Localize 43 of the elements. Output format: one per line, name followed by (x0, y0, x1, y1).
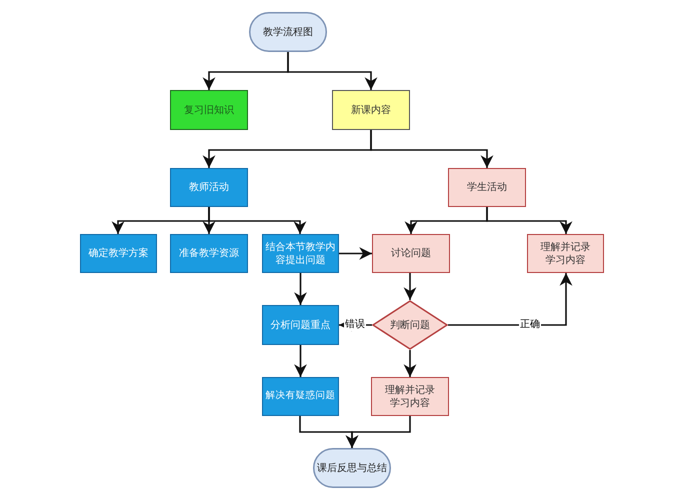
process-box (371, 377, 449, 416)
node-text: 教师活动 (188, 181, 230, 194)
arrow (287, 52, 378, 90)
node-text: 分析问题重点 (270, 318, 332, 332)
node-text: 复习旧知识 (183, 104, 235, 116)
arrow (486, 207, 572, 234)
process-box (262, 377, 339, 416)
process-box (527, 234, 604, 273)
process-box (80, 234, 157, 273)
arrow (370, 130, 494, 168)
terminal-pill (249, 12, 327, 52)
arrow (404, 273, 416, 300)
process-box (170, 234, 248, 273)
arrow (208, 207, 306, 234)
process-box (372, 234, 450, 273)
node-text: 理解并记录学习内容 (540, 240, 592, 266)
arrow (404, 350, 416, 377)
edge-label: 正确 (519, 319, 541, 331)
node-text: 解决有疑惑问题 (264, 390, 336, 403)
arrow (339, 247, 372, 260)
node-text: 判断问题 (389, 318, 431, 332)
process-box (262, 305, 339, 345)
decision-diamond (372, 300, 448, 350)
node-text: 理解并记录学习内容 (384, 384, 436, 410)
edge-label: 错误 (344, 319, 366, 331)
arrow (294, 345, 307, 377)
process-box (262, 234, 339, 273)
node-text: 学生活动 (466, 181, 508, 194)
process-box (170, 90, 248, 130)
node-text: 结合本节教学内容提出问题 (264, 240, 336, 266)
arrow (294, 273, 307, 305)
node-text: 新课内容 (350, 104, 392, 116)
arrow (448, 273, 572, 326)
process-box (448, 168, 526, 207)
node-text: 教学流程图 (262, 26, 314, 38)
node-text: 确定教学方案 (88, 247, 150, 260)
terminal-pill (313, 448, 391, 488)
node-text: 课后反思与总结 (316, 462, 388, 474)
node-text: 讨论问题 (390, 247, 432, 260)
node-text: 准备教学资源 (178, 247, 240, 260)
arrow (346, 416, 411, 448)
process-box (332, 90, 410, 130)
process-box (170, 168, 248, 207)
